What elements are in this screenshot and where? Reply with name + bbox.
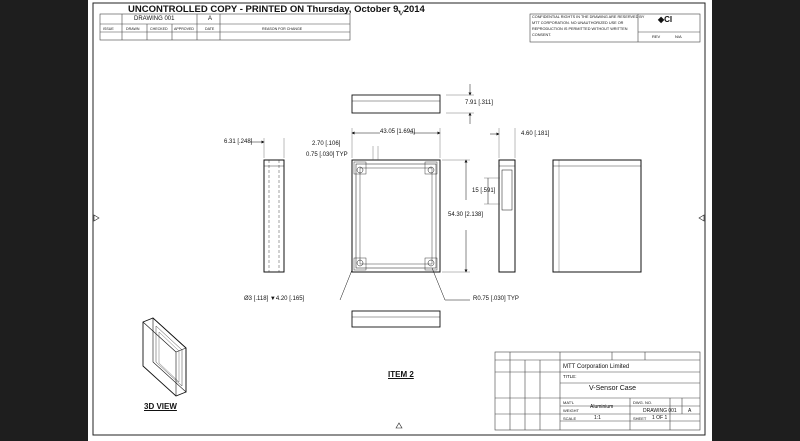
mtt-logo: ◆CI — [658, 15, 673, 24]
rev-header-checked: CHECKED — [150, 27, 168, 31]
title-block-company: MTT Corporation Limited — [563, 364, 630, 370]
isometric-view — [142, 317, 187, 397]
sheet-border — [92, 2, 706, 436]
rear-view — [552, 159, 642, 273]
revision-block — [99, 13, 351, 41]
title-block-sheet: 1 OF 1 — [652, 415, 668, 421]
notice-block — [529, 13, 701, 43]
uncontrolled-copy-banner: UNCONTROLLED COPY - PRINTED ON Thursday,… — [128, 4, 425, 15]
dim-height: 54.30 [2.138] — [448, 212, 484, 218]
notice-line-4: CONSENT. — [532, 33, 552, 37]
dim-side-thickness: 6.31 [.248] — [224, 139, 253, 145]
left-centre-mark — [93, 214, 100, 222]
title-block-title-label: TITLE: — [563, 374, 577, 379]
bottom-view — [351, 310, 441, 328]
notice-rev-value: N/A — [675, 34, 682, 39]
title-block-dwg-label: DWG. NO. — [633, 400, 653, 405]
rev-header-reason: REASON FOR CHANGE — [262, 27, 303, 31]
dim-hole: Ø3 [.118] ▼4.20 [.165] — [244, 296, 305, 302]
title-block-weight-label: WEIGHT — [563, 408, 579, 413]
top-centre-mark — [397, 9, 405, 16]
revision-drawing-no: DRAWING 001 — [134, 16, 175, 22]
rev-header-date: DATE — [205, 27, 215, 31]
drawing-sheet — [88, 0, 712, 441]
right-centre-mark — [698, 214, 705, 222]
rev-header-issue: ISSUE — [103, 27, 114, 31]
revision-rev: A — [208, 16, 213, 22]
title-block-rev: A — [688, 408, 692, 414]
notice-rev-label: REV — [652, 34, 661, 39]
dim-right-thickness: 4.60 [.181] — [521, 131, 550, 137]
rev-header-approved: APPROVED — [174, 27, 194, 31]
right-side-view — [498, 159, 516, 273]
dim-inner-height: 15 [.591] — [472, 188, 496, 194]
title-block-scale-label: SCALE — [563, 416, 577, 421]
top-view — [351, 94, 441, 114]
view-3d-label: 3D VIEW — [144, 402, 177, 411]
title-block-sheet-label: SHEET — [633, 416, 647, 421]
dim-top-thickness: 7.91 [.311] — [465, 100, 493, 106]
notice-line-3: REPRODUCTION IS PERMITTED WITHOUT WRITTE… — [532, 27, 628, 31]
title-block-material-label: MAT'L — [563, 400, 575, 405]
dim-rib-detail-2: 0.75 [.030] TYP — [306, 152, 348, 158]
notice-line-2: MTT CORPORATION. NO UNAUTHORIZED USE OR — [532, 21, 624, 25]
dim-rib-detail-1: 2.70 [.106] — [312, 141, 341, 147]
title-block-title: V-Sensor Case — [589, 385, 637, 392]
title-block — [494, 351, 701, 431]
title-block-drawing-no: DRAWING 001 — [643, 408, 677, 414]
front-view — [351, 159, 441, 273]
bottom-centre-mark — [395, 422, 403, 429]
item-label: ITEM 2 — [388, 370, 414, 379]
rev-header-drawn: DRAWN — [126, 27, 140, 31]
dim-fillet: R0.75 [.030] TYP — [473, 296, 519, 302]
left-side-view — [263, 159, 285, 273]
dim-overall-width: 43.05 [1.694] — [380, 129, 416, 135]
title-block-material: Aluminium — [590, 404, 614, 410]
notice-line-1: CONFIDENTIAL RIGHTS IN THE DRAWING ARE R… — [532, 15, 645, 19]
title-block-scale: 1:1 — [594, 415, 601, 421]
